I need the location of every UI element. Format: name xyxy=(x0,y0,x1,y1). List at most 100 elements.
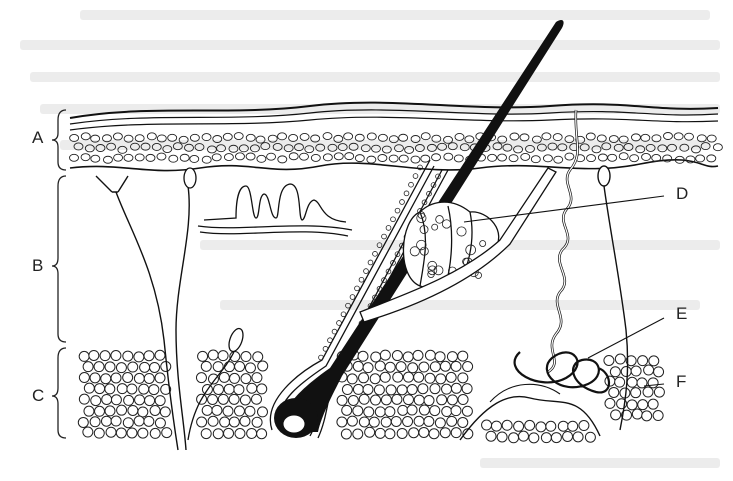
epidermal-cell xyxy=(405,146,414,153)
fat-cell xyxy=(447,395,457,405)
fat-cell xyxy=(371,352,381,362)
epidermal-cell xyxy=(674,133,683,140)
follicle-cell xyxy=(355,286,360,291)
fat-cell xyxy=(138,428,148,438)
epidermal-cell xyxy=(460,144,469,151)
fat-cell xyxy=(83,362,93,372)
fat-cell xyxy=(403,352,413,362)
fat-cell xyxy=(442,407,452,417)
fat-cell xyxy=(138,407,148,417)
epidermal-cell xyxy=(70,134,79,141)
fat-cell xyxy=(414,372,424,382)
fat-cell xyxy=(419,362,429,372)
fat-cell xyxy=(653,411,663,421)
epidermal-cell xyxy=(163,146,172,153)
fat-cell xyxy=(105,362,115,372)
fat-cell xyxy=(337,395,347,405)
fat-cell xyxy=(436,374,446,384)
fat-cell xyxy=(117,384,127,394)
epidermal-cell xyxy=(668,144,677,151)
follicle-cell xyxy=(359,277,364,282)
fat-cell xyxy=(245,363,255,373)
fat-cell xyxy=(392,394,402,404)
epidermal-cell xyxy=(169,155,178,162)
epidermal-cell xyxy=(624,143,633,150)
fat-cell xyxy=(91,396,101,406)
epidermal-cell xyxy=(696,155,705,162)
epidermal-cell xyxy=(510,133,519,140)
fat-cell xyxy=(224,384,234,394)
follicle-cell xyxy=(373,251,378,256)
fat-cell xyxy=(84,383,94,393)
epidermal-cell xyxy=(537,144,546,151)
epidermal-cell xyxy=(444,153,453,160)
epidermal-cell xyxy=(636,146,645,153)
epidermal-cell xyxy=(207,146,216,153)
follicle-cell xyxy=(391,217,396,222)
fat-cell xyxy=(144,351,154,361)
fat-cell xyxy=(144,416,154,426)
epidermal-cell xyxy=(212,154,221,161)
fat-cell xyxy=(128,362,138,372)
fat-cell xyxy=(353,429,363,439)
epidermal-cell xyxy=(586,133,595,140)
fat-cell xyxy=(197,417,207,427)
epidermal-cell xyxy=(411,136,420,143)
epidermal-cell xyxy=(432,154,441,161)
fat-cell xyxy=(134,352,144,362)
epidermal-cell xyxy=(554,156,563,163)
fat-cell xyxy=(84,406,94,416)
fat-cell xyxy=(234,385,244,395)
epidermal-cell xyxy=(707,135,716,142)
epidermal-cell xyxy=(323,133,332,140)
fat-cell xyxy=(83,427,93,437)
fat-cell xyxy=(229,417,239,427)
fat-cell xyxy=(611,410,621,420)
fat-cell xyxy=(155,418,165,428)
follicle-cell xyxy=(404,191,409,196)
sweat-gland-coil xyxy=(515,352,609,392)
fat-cell xyxy=(123,351,133,361)
epidermal-cell xyxy=(268,135,277,142)
follicle-cell xyxy=(395,208,400,213)
fat-cell xyxy=(359,394,369,404)
fat-cell xyxy=(648,399,658,409)
fat-cell xyxy=(381,395,391,405)
epidermal-cell xyxy=(118,146,127,153)
fat-cell xyxy=(213,429,223,439)
fat-cell xyxy=(117,405,127,415)
fat-cell xyxy=(347,374,357,384)
fat-cell xyxy=(369,417,379,427)
fat-cell xyxy=(212,405,222,415)
fat-cell xyxy=(649,356,659,366)
epidermal-cell xyxy=(498,154,507,161)
epidermal-cell xyxy=(680,144,689,151)
epidermal-cell xyxy=(229,145,238,152)
fat-cell xyxy=(150,405,160,415)
epidermal-cell xyxy=(311,135,320,142)
epidermal-cell xyxy=(701,143,710,150)
fat-cell xyxy=(127,384,137,394)
fat-cell xyxy=(234,406,244,416)
epidermal-cell xyxy=(91,155,100,162)
sweat-duct xyxy=(548,110,578,372)
fat-cell xyxy=(128,405,138,415)
epidermal-cell xyxy=(713,144,722,151)
fat-cell xyxy=(116,428,126,438)
fat-cell xyxy=(208,350,218,360)
epidermal-cell xyxy=(278,156,287,163)
fat-cell xyxy=(451,406,461,416)
fat-cell xyxy=(458,395,468,405)
fat-cell xyxy=(374,385,384,395)
fat-cell xyxy=(102,394,112,404)
epidermal-cell xyxy=(289,153,298,160)
epidermal-cell xyxy=(642,153,651,160)
fat-cell xyxy=(102,416,112,426)
epidermis-cells xyxy=(70,133,723,164)
epidermal-cell xyxy=(685,133,694,140)
epidermal-cell xyxy=(256,136,265,143)
follicle-cell xyxy=(328,338,333,343)
fat-cell xyxy=(397,428,407,438)
fat-cell xyxy=(359,417,369,427)
fat-cell xyxy=(198,351,208,361)
